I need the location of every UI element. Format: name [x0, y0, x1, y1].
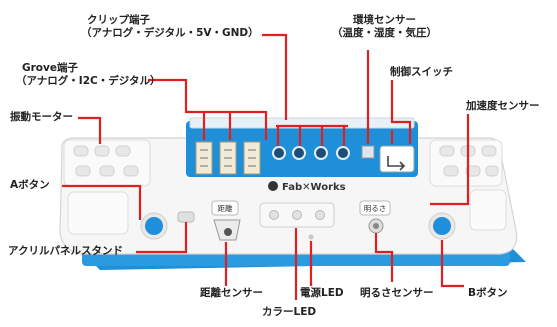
- label-light-sensor: 明るさセンサー: [360, 287, 434, 299]
- label-env-sensor-line2: （温度・湿度・気圧）: [332, 27, 437, 39]
- label-env-sensor: 環境センサー （温度・湿度・気圧）: [332, 14, 437, 40]
- label-grove-terminal: Grove端子 （アナログ・I2C・デジタル）: [16, 62, 161, 88]
- left-lego-block: [63, 139, 151, 235]
- right-lego-block: [429, 139, 507, 231]
- acrylic-stand-slot: [177, 211, 195, 223]
- clip-terminals: [272, 146, 350, 160]
- label-color-led: カラーLED: [262, 306, 317, 318]
- env-sensor-chip: [361, 145, 375, 159]
- device: Fab✕Works 距離 明るさ: [59, 117, 526, 270]
- label-clip-terminal-line1: クリップ端子: [87, 14, 150, 26]
- label-vibration-motor: 振動モーター: [10, 111, 73, 123]
- switch-arrow-icon: [387, 156, 406, 171]
- logo-text: Fab✕Works: [282, 182, 346, 193]
- control-switch: [379, 145, 415, 173]
- label-grove-terminal-line1: Grove端子: [22, 62, 78, 74]
- label-distance-sensor: 距離センサー: [200, 287, 263, 299]
- callout-lines: [62, 33, 470, 300]
- label-env-sensor-line1: 環境センサー: [353, 14, 416, 26]
- color-led-3: [315, 210, 325, 220]
- label-accel-sensor: 加速度センサー: [466, 100, 540, 112]
- clip-terminal-1: [272, 146, 286, 160]
- label-clip-terminal-line2: （アナログ・デジタル・5V・GND）: [81, 27, 259, 39]
- color-led-1: [269, 210, 279, 220]
- power-led: [308, 234, 314, 240]
- button-b[interactable]: [433, 217, 451, 235]
- distance-tag: [211, 200, 239, 216]
- label-control-switch: 制御スイッチ: [390, 66, 453, 78]
- grove-connectors: [195, 141, 261, 175]
- light-tag: [359, 200, 391, 216]
- clip-terminal-2: [292, 146, 306, 160]
- logo: Fab✕Works: [268, 181, 346, 193]
- light-tag-text: 明るさ: [364, 204, 387, 213]
- label-power-led: 電源LED: [300, 287, 344, 299]
- clip-terminal-3: [314, 146, 328, 160]
- label-grove-terminal-line2: （アナログ・I2C・デジタル）: [16, 75, 161, 87]
- pcb-edge: [189, 117, 415, 129]
- label-acrylic-stand: アクリルパネルスタンド: [8, 245, 123, 257]
- distance-tag-text: 距離: [218, 203, 233, 213]
- label-button-b: Bボタン: [468, 287, 508, 299]
- clip-terminal-4: [336, 146, 350, 160]
- label-button-a: Aボタン: [10, 179, 50, 191]
- color-led-2: [292, 210, 302, 220]
- button-a[interactable]: [145, 217, 163, 235]
- label-clip-terminal: クリップ端子 （アナログ・デジタル・5V・GND）: [81, 14, 259, 40]
